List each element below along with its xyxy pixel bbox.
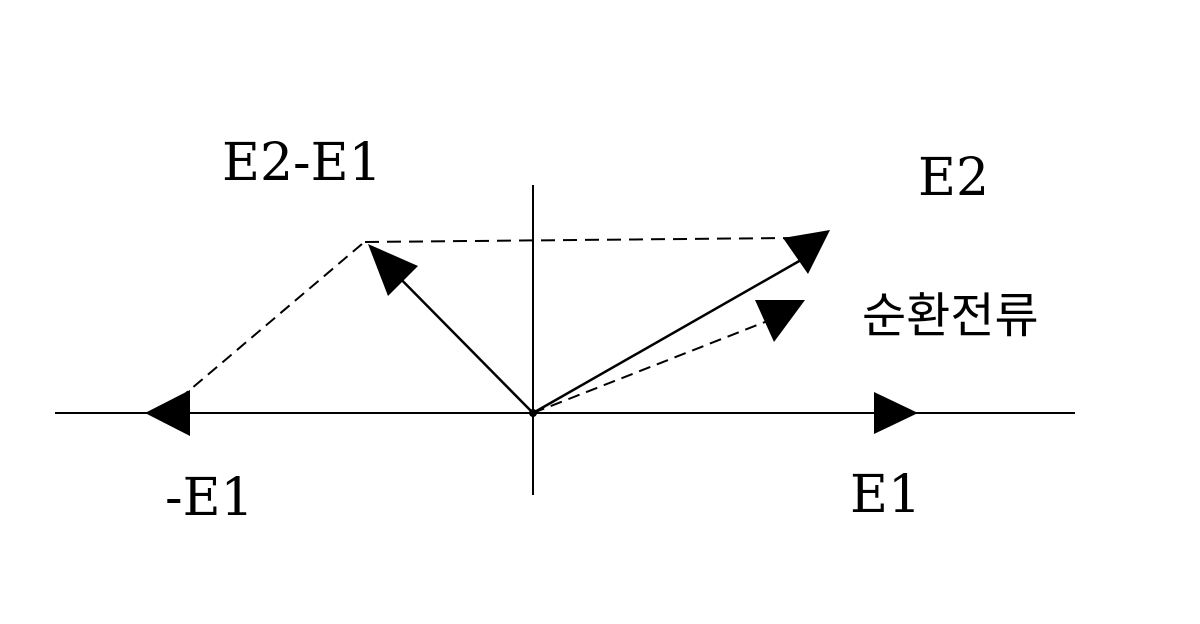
- neg-e1-dashed-line: [177, 243, 363, 401]
- circulating-current-arrowhead: [755, 300, 805, 342]
- label-e2-minus-e1: E2-E1: [222, 133, 382, 193]
- label-e1: E1: [850, 465, 921, 525]
- label-circulating-current: 순환전류: [862, 288, 1039, 344]
- e2-minus-e1-arrowhead: [368, 244, 418, 296]
- label-neg-e1: -E1: [165, 468, 254, 528]
- e2-minus-e1-vector: [379, 257, 534, 414]
- circulating-current-vector: [532, 319, 771, 414]
- origin-point: [529, 409, 537, 417]
- e2-dashed-connector: [364, 237, 791, 243]
- neg-e1-arrowhead: [145, 390, 190, 436]
- label-e2: E2: [918, 148, 989, 208]
- e2-arrowhead: [783, 230, 830, 274]
- e2-vector: [532, 254, 809, 415]
- e1-arrowhead: [874, 392, 918, 434]
